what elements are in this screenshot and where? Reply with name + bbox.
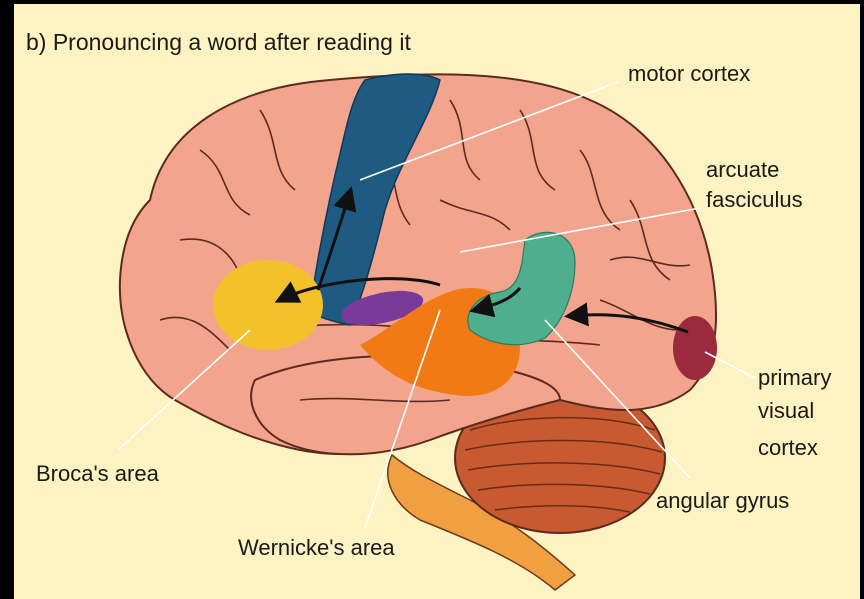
figure-title: b) Pronouncing a word after reading it (26, 28, 411, 56)
label-angular-gyrus: angular gyrus (656, 487, 789, 515)
label-visual: visual (758, 397, 814, 425)
label-brocas-area: Broca's area (36, 460, 159, 488)
label-wernickes-area: Wernicke's area (238, 534, 395, 562)
primary-visual-cortex-region (673, 316, 717, 380)
label-cortex: cortex (758, 434, 818, 462)
label-motor-cortex: motor cortex (628, 60, 750, 88)
label-fasciculus: fasciculus (706, 186, 803, 214)
brocas-area-region (213, 260, 323, 350)
label-primary: primary (758, 364, 831, 392)
label-arcuate: arcuate (706, 156, 779, 184)
